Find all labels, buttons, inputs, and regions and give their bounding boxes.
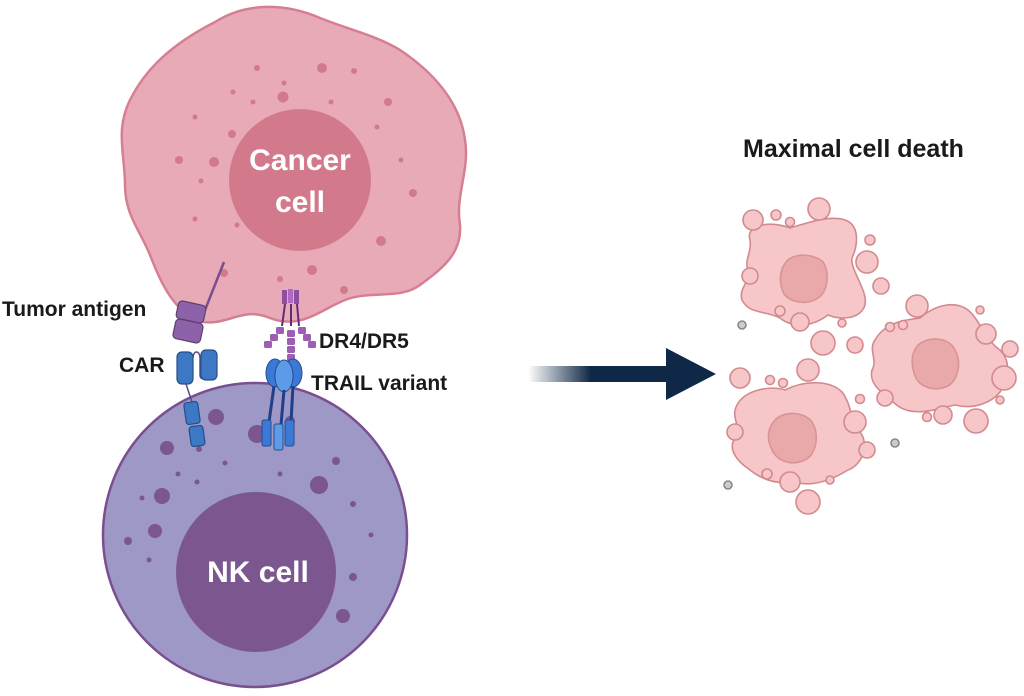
cancer-cell-label-line1: Cancer: [249, 144, 351, 177]
tumor-antigen-label: Tumor antigen: [2, 298, 146, 321]
dead-cell-cluster: [723, 197, 1019, 515]
cancer-cell: Cancer cell: [120, 5, 468, 324]
nk-cell-nucleus: [176, 492, 336, 652]
trail-variant: [261, 358, 303, 451]
dr4-dr5-receptor: [264, 289, 316, 361]
tumor-antigen: [172, 261, 226, 344]
car-receptor: [176, 349, 218, 448]
outcome-title: Maximal cell death: [743, 135, 964, 163]
cancer-cell-nucleus: [229, 109, 371, 251]
dr4-dr5-label: DR4/DR5: [319, 330, 409, 353]
cancer-cell-granules: [175, 63, 417, 294]
cancer-cell-label-line2: cell: [275, 186, 325, 219]
dead-cell: [737, 197, 890, 356]
nk-cell: NK cell: [101, 381, 409, 689]
trail-variant-label: TRAIL variant: [311, 372, 447, 395]
dead-cell: [723, 358, 876, 515]
dead-cell: [870, 294, 1019, 448]
progression-arrow: [528, 348, 716, 400]
nk-cell-label: NK cell: [207, 556, 309, 589]
car-label: CAR: [119, 354, 165, 377]
